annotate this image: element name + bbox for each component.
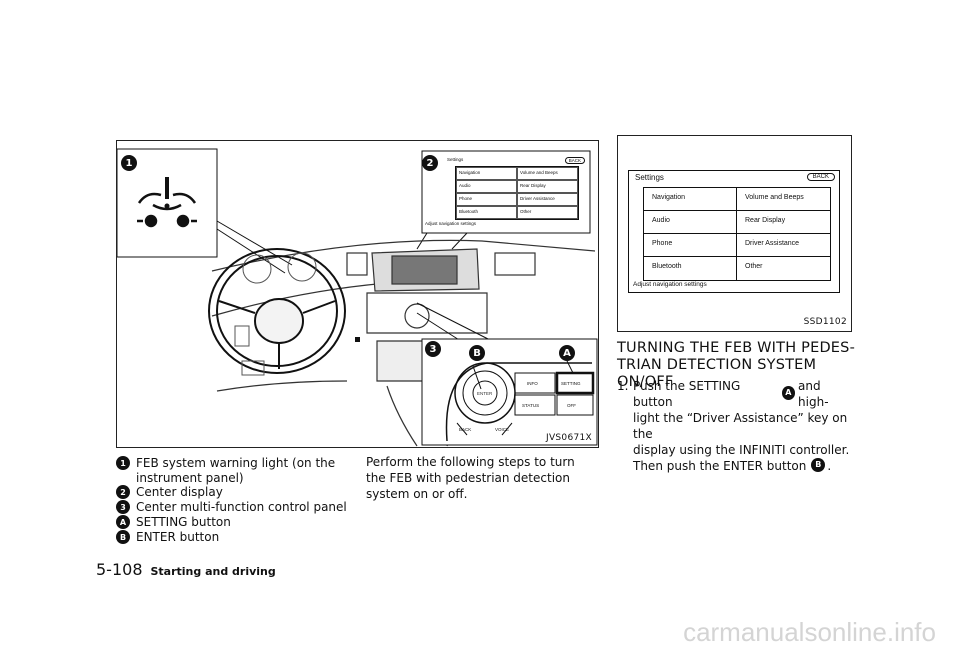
legend-marker: 1 [116, 456, 130, 470]
legend-marker: 3 [116, 500, 130, 514]
legend-text: Center display [136, 485, 223, 499]
callout-3: 3 [425, 341, 441, 357]
step-text: light the “Driver Assistance” key on the [633, 411, 848, 441]
panel-status-label: STATUS [522, 403, 540, 408]
mini-item: Bluetooth [456, 206, 517, 219]
heading-line-2: TRIAN DETECTION SYSTEM ON/OFF [617, 357, 817, 390]
legend-item: 3 Center multi-function control panel [116, 500, 351, 515]
figure-dashboard: 1 2 3 B A Settings BACK Navigation Volum… [116, 140, 599, 448]
legend-text: ENTER button [136, 530, 220, 544]
legend-text: FEB system warning light (on the instrum… [136, 456, 336, 485]
settings-grid: Navigation Volume and Beeps Audio Rear D… [643, 187, 831, 281]
back-button: BACK [806, 173, 835, 181]
settings-item-bluetooth: Bluetooth [644, 257, 737, 280]
page-number: 5-108 [96, 560, 143, 579]
step-text: and high- [798, 379, 829, 409]
intro-paragraph: Perform the following steps to turn the … [366, 455, 575, 501]
settings-item-audio: Audio [644, 211, 737, 234]
mini-item: Volume and Beeps [517, 167, 578, 180]
section-heading: TURNING THE FEB WITH PEDES- TRIAN DETECT… [617, 340, 857, 391]
dashboard-illustration [117, 148, 598, 447]
settings-screen: Settings BACK Navigation Volume and Beep… [628, 170, 840, 293]
legend-marker: 2 [116, 485, 130, 499]
steering-wheel [208, 248, 346, 374]
settings-item-volume: Volume and Beeps [737, 188, 830, 211]
callout-b: B [469, 345, 485, 361]
step-text: Push the SETTING button [633, 379, 741, 409]
settings-item-navigation: Navigation [644, 188, 737, 211]
section-name: Starting and driving [150, 565, 276, 578]
mini-item: Audio [456, 180, 517, 193]
mini-item: Navigation [456, 167, 517, 180]
settings-item-rear-display: Rear Display [737, 211, 830, 234]
mini-item: Rear Display [517, 180, 578, 193]
mini-item: Phone [456, 193, 517, 206]
step-number: 1. [617, 379, 629, 393]
mini-screen-title: Settings [447, 157, 464, 162]
mini-screen: Settings BACK Navigation Volume and Beep… [425, 157, 587, 227]
legend-item: 2 Center display [116, 485, 351, 500]
step-1: 1. Push the SETTING button A and high- l… [617, 378, 853, 474]
dot-marker [355, 337, 360, 342]
step-text: . [827, 459, 832, 473]
panel-enter-label: ENTER [477, 391, 493, 396]
panel-info-label: INFO [527, 381, 538, 386]
marker-a: A [781, 386, 796, 400]
callout-1: 1 [121, 155, 137, 171]
step-text: display using the INFINITI controller. [633, 443, 850, 457]
panel-back-label: BACK [459, 427, 472, 432]
legend-item: B ENTER button [116, 530, 351, 545]
panel-labels: INFO SETTING STATUS OFF ENTER BACK VOICE [117, 141, 598, 447]
settings-footer: Adjust navigation settings [633, 281, 707, 288]
left-vent [234, 325, 265, 376]
mini-item: Other [517, 206, 578, 219]
legend-item: A SETTING button [116, 515, 351, 530]
settings-item-other: Other [745, 263, 763, 270]
watermark: carmanualsonline.info [683, 617, 936, 647]
legend-text: Center multi-function control panel [136, 500, 347, 514]
feb-warning-icon [137, 177, 197, 228]
step-text: Then push the ENTER button [633, 459, 807, 473]
figure-settings-screen: Settings BACK Navigation Volume and Beep… [617, 135, 852, 332]
figure-code-left: JVS0671X [546, 433, 592, 443]
legend-item: 1 FEB system warning light (on the instr… [116, 456, 351, 486]
mini-back-button: BACK [564, 157, 585, 164]
callout-2: 2 [422, 155, 438, 171]
legend-marker: B [116, 530, 130, 544]
legend-marker: A [116, 515, 130, 529]
legend-text: SETTING button [136, 515, 231, 529]
control-panel [445, 362, 595, 442]
callout-a: A [559, 345, 575, 361]
mini-item: Driver Assistance [517, 193, 578, 206]
mini-grid: Navigation Volume and Beeps Audio Rear D… [455, 166, 579, 220]
page-footer: 5-108 Starting and driving [96, 560, 276, 579]
heading-line-1: TURNING THE FEB WITH PEDES- [617, 340, 856, 356]
marker-b: B [811, 458, 826, 472]
panel-setting-label: SETTING [561, 381, 581, 386]
settings-item-phone: Phone [644, 234, 737, 257]
gauge-cluster [242, 252, 317, 284]
settings-item-driver-assistance: Driver Assistance [737, 234, 830, 257]
figure-code-right: SSD1102 [803, 317, 847, 327]
panel-voice-label: VOICE [495, 427, 510, 432]
mini-footer: Adjust navigation settings [425, 221, 477, 226]
settings-title: Settings [635, 173, 664, 182]
panel-off-label: OFF [567, 403, 576, 408]
